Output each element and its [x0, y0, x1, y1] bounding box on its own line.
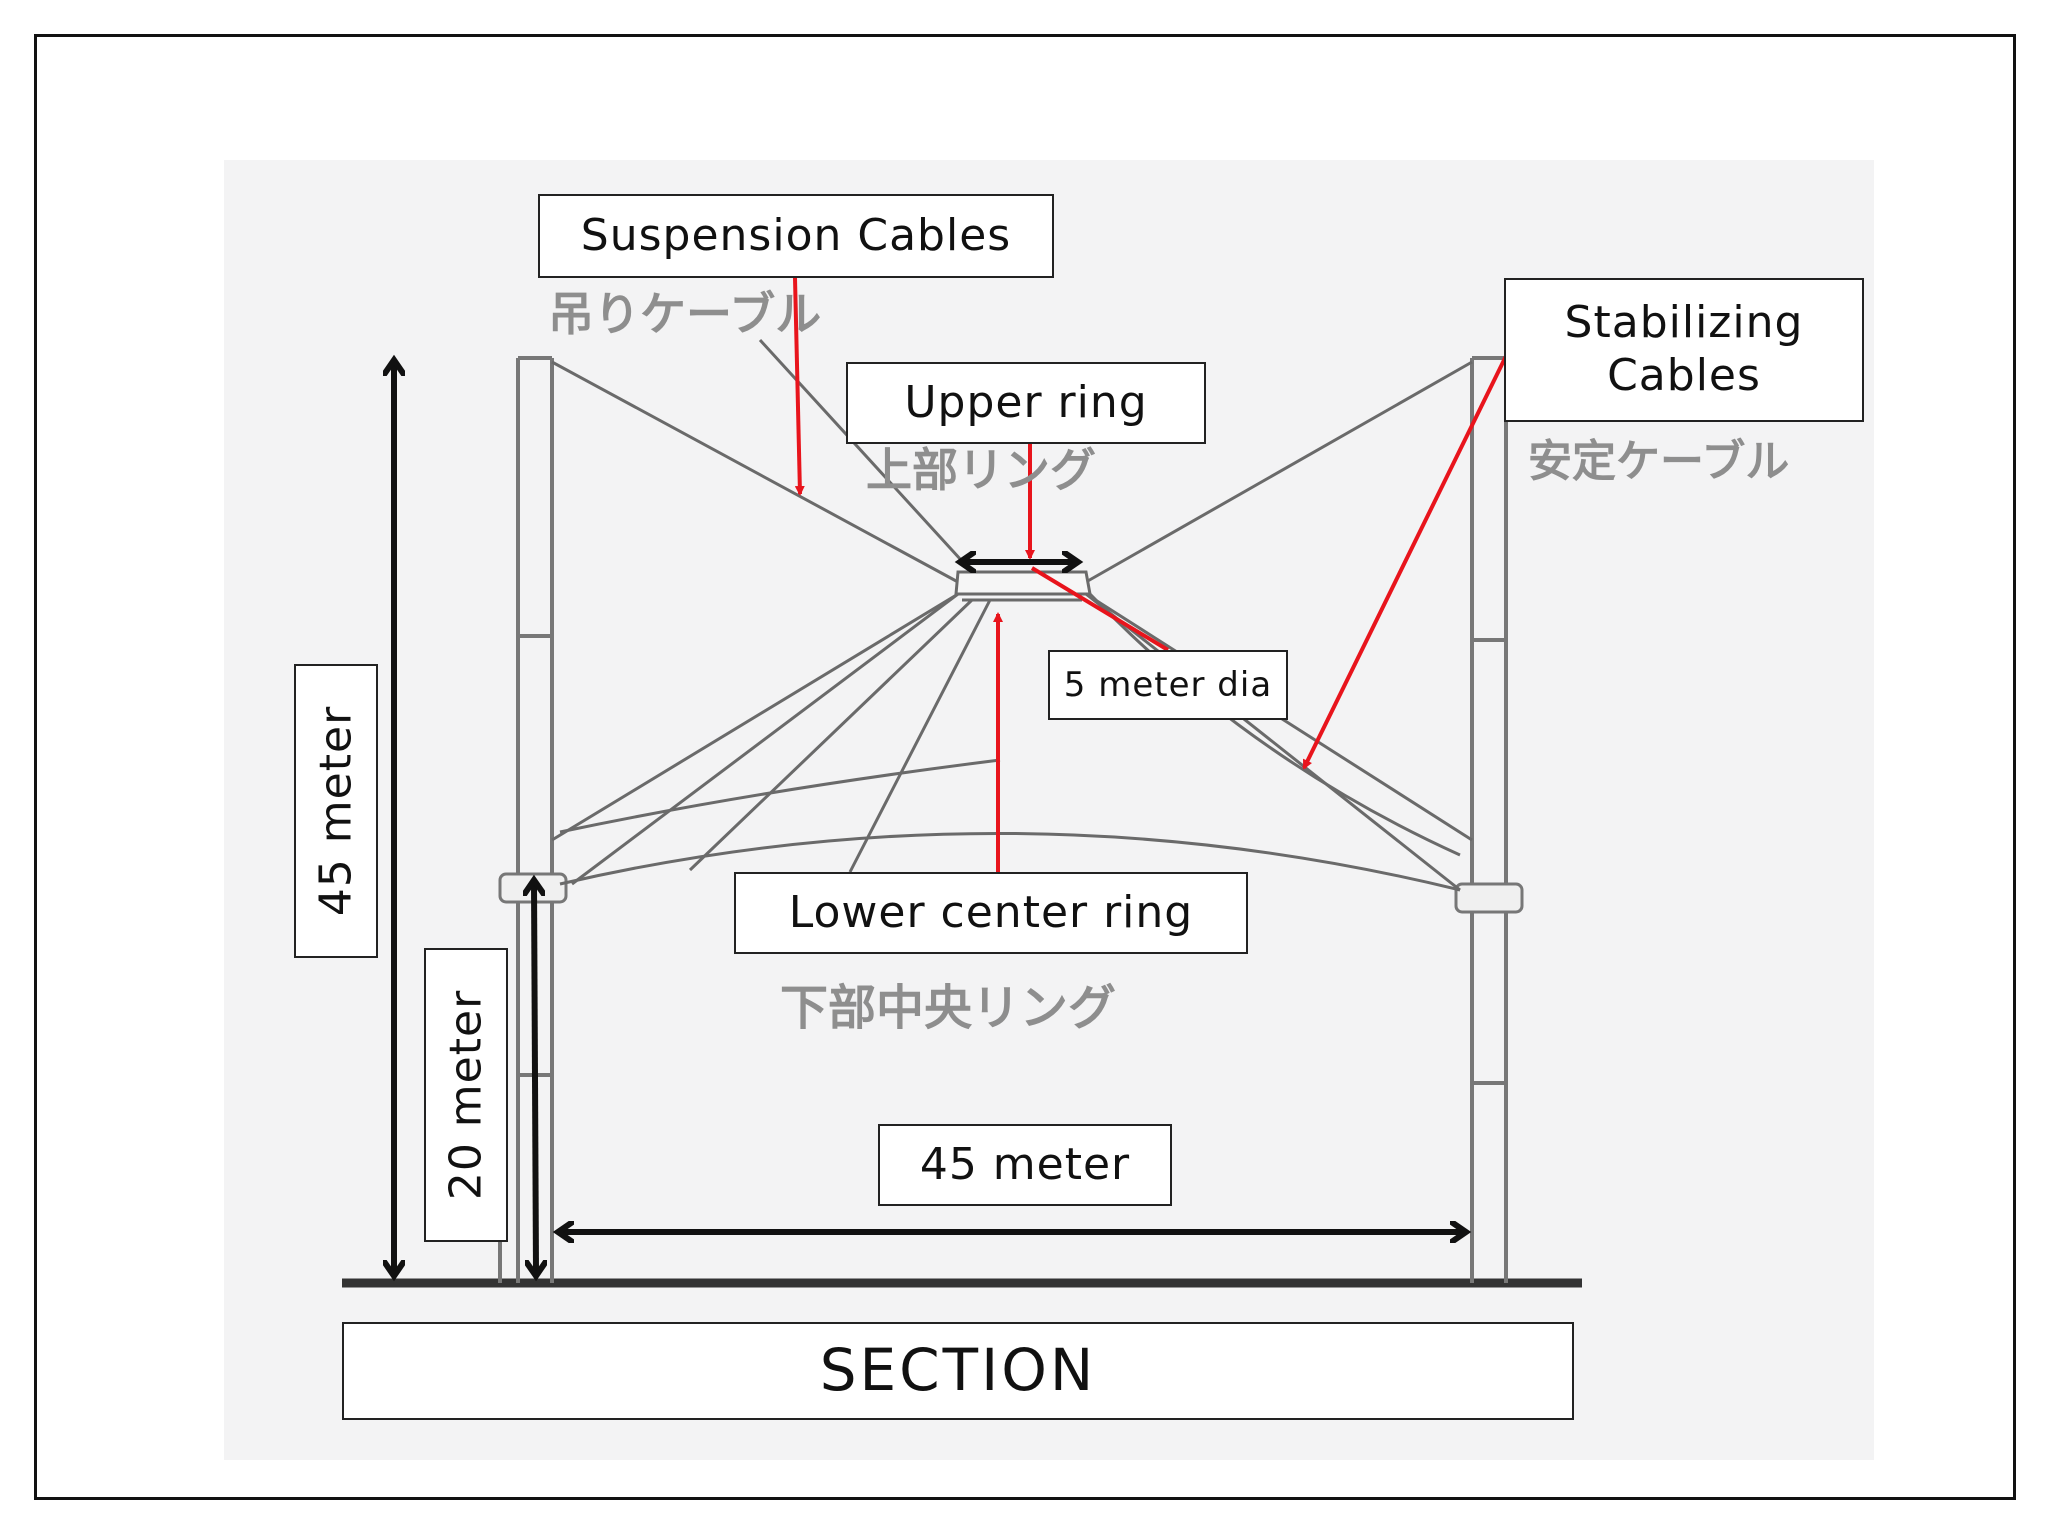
jp-stabilizing-cables-label: 安定ケーブル: [1528, 436, 1789, 487]
jp-suspension-cables-label: 吊りケーブル: [548, 287, 821, 341]
outer-frame: [34, 34, 2016, 1500]
stabilizing-pointer-arrow: [1302, 351, 1510, 770]
height-20-arrow: [534, 884, 536, 1272]
five-meter-dia-label: 5 meter dia: [1048, 650, 1288, 720]
right-mast: [1470, 356, 1508, 1283]
span-45-label: 45 meter: [878, 1124, 1172, 1206]
pointer-arrows: [793, 277, 1510, 872]
jp-lower-center-ring-label: 下部中央リング: [780, 980, 1116, 1036]
lower-arch-lines: [559, 758, 1461, 892]
height-45-label: 45 meter: [294, 664, 378, 958]
radial-cable-lines: [551, 592, 1473, 892]
suspension-cables-label: Suspension Cables: [538, 194, 1054, 278]
upper-ring-drawing: [954, 570, 1092, 602]
right-mast-ring: [1454, 882, 1524, 914]
jp-upper-ring-label: 上部リング: [866, 443, 1096, 497]
suspension-pointer-arrow: [793, 277, 805, 496]
diameter-pointer-line: [1030, 566, 1170, 652]
height-20-label: 20 meter: [424, 948, 508, 1242]
upper-ring-label: Upper ring: [846, 362, 1206, 444]
section-title: SECTION: [342, 1322, 1574, 1420]
lower-center-ring-label: Lower center ring: [734, 872, 1248, 954]
dimension-arrows: [394, 364, 1462, 1272]
stabilizing-cables-label: Stabilizing Cables: [1504, 278, 1864, 422]
